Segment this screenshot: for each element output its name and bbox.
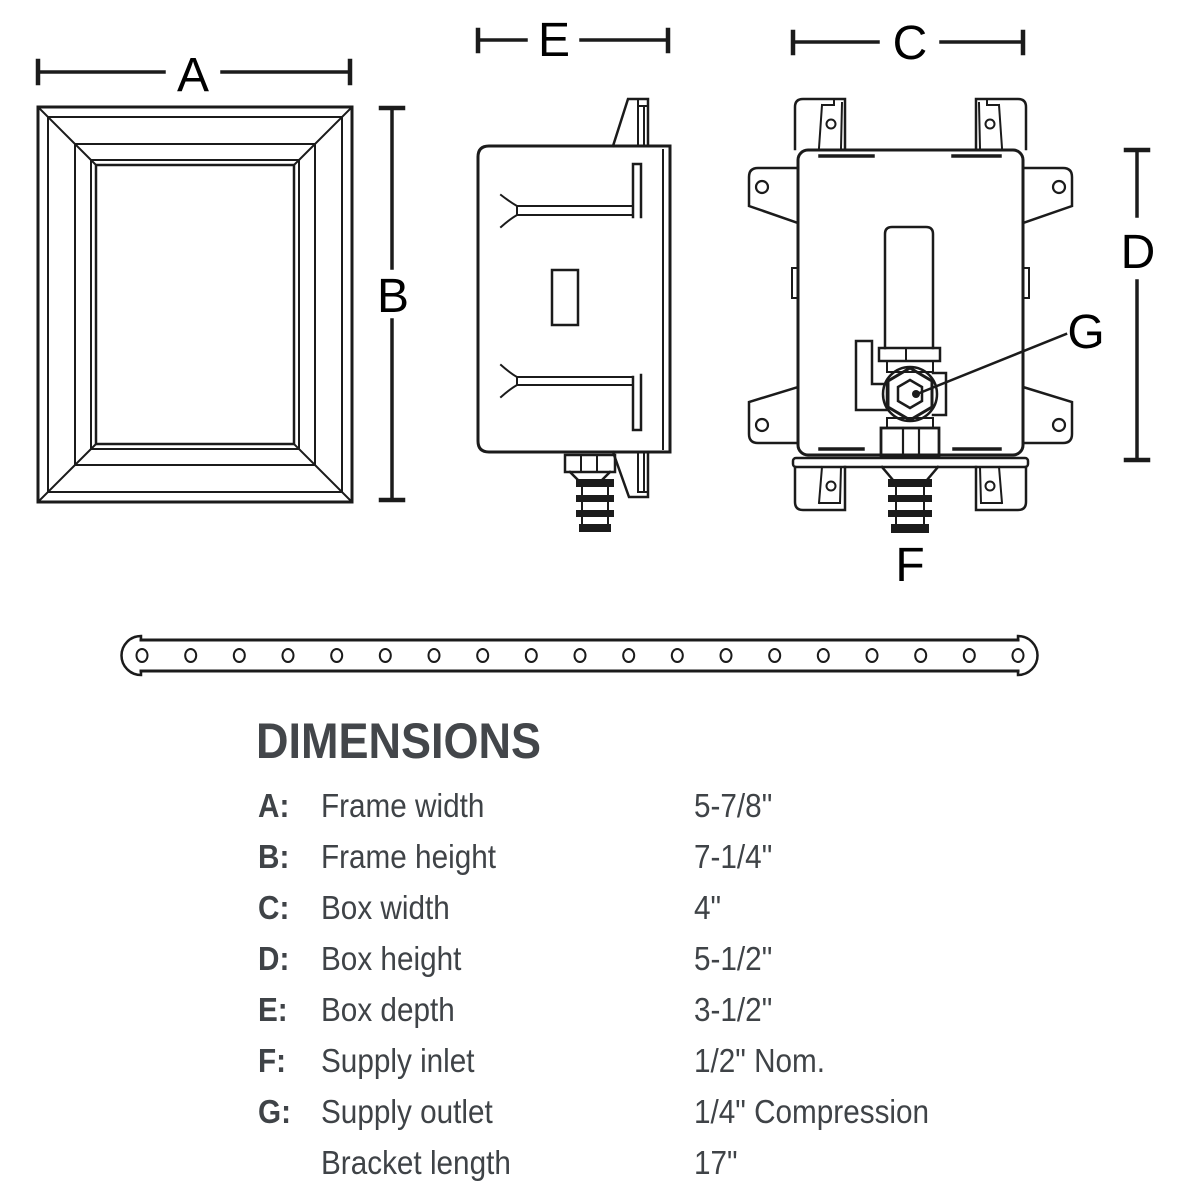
- row-name: Frame height: [321, 838, 496, 875]
- row-key: E:: [258, 991, 288, 1028]
- row-value: 3-1/2": [694, 991, 773, 1028]
- mounting-bracket: [120, 634, 1039, 677]
- row-value: 4": [694, 889, 722, 926]
- row-key: D:: [258, 940, 290, 977]
- dim-letter-A: A: [177, 49, 209, 102]
- table-row: A: Frame width 5-7/8": [0, 780, 1198, 831]
- table-row: C: Box width 4": [0, 882, 1198, 933]
- dimensions-title: DIMENSIONS: [256, 713, 542, 769]
- row-name: Box height: [321, 940, 462, 977]
- row-value: 7-1/4": [694, 838, 773, 875]
- row-name: Box depth: [321, 991, 455, 1028]
- row-name: Box width: [321, 889, 450, 926]
- table-row: F: Supply inlet 1/2" Nom.: [0, 1035, 1198, 1086]
- dim-letter-E: E: [538, 14, 570, 67]
- row-name: Supply inlet: [321, 1042, 475, 1079]
- dimension-line-B: B: [377, 105, 409, 503]
- table-row: Bracket length 17": [0, 1137, 1198, 1188]
- dim-letter-C: C: [893, 17, 928, 70]
- dim-letter-B: B: [377, 270, 409, 323]
- row-value: 5-1/2": [694, 940, 773, 977]
- mounting-wing-tabs: [747, 166, 1074, 445]
- frame-front-view: [36, 105, 354, 504]
- row-value: 5-7/8": [694, 787, 773, 824]
- table-row: D: Box height 5-1/2": [0, 933, 1198, 984]
- row-key: C:: [258, 889, 290, 926]
- valve-assembly: [854, 225, 948, 458]
- dim-letter-G: G: [1067, 306, 1104, 359]
- row-value: 17": [694, 1144, 738, 1181]
- dimension-line-E: E: [475, 14, 671, 67]
- dim-letter-D: D: [1121, 226, 1156, 279]
- row-key: G:: [258, 1093, 292, 1130]
- row-value: 1/2" Nom.: [694, 1042, 826, 1079]
- row-key: F:: [258, 1042, 287, 1079]
- box-side-view: [476, 97, 672, 532]
- table-row: E: Box depth 3-1/2": [0, 984, 1198, 1035]
- table-row: G: Supply outlet 1/4" Compression: [0, 1086, 1198, 1137]
- dimension-line-A: A: [35, 49, 353, 102]
- row-value: 1/4" Compression: [694, 1093, 930, 1130]
- row-name: Frame width: [321, 787, 485, 824]
- dimension-line-D: D: [1121, 147, 1156, 463]
- dimension-line-C: C: [790, 17, 1026, 70]
- row-key: A:: [258, 787, 290, 824]
- dim-letter-F: F: [895, 539, 924, 592]
- row-name: Supply outlet: [321, 1093, 493, 1130]
- row-key: B:: [258, 838, 290, 875]
- leader-line-G: [915, 332, 1068, 396]
- row-name: Bracket length: [321, 1144, 511, 1181]
- bracket-holes: [135, 648, 1025, 663]
- front-view-inlet-fitting: [880, 465, 940, 533]
- table-row: B: Frame height 7-1/4": [0, 831, 1198, 882]
- side-view-inlet-fitting: [563, 453, 617, 532]
- box-front-view: G F: [747, 97, 1105, 592]
